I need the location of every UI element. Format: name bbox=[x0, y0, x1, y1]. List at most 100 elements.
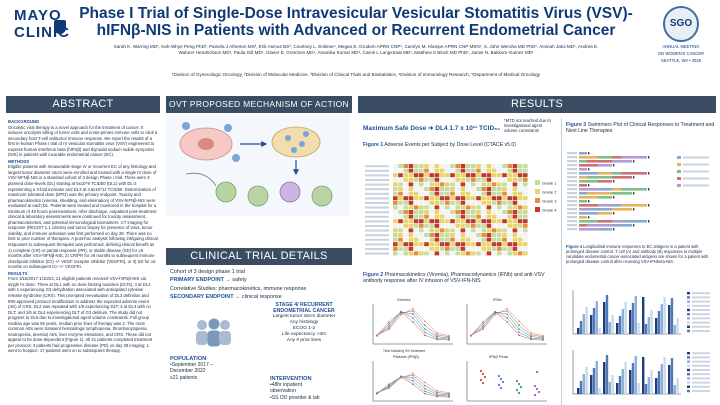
heatmap-cell bbox=[471, 205, 476, 210]
patient-label bbox=[567, 188, 577, 191]
heatmap-cell bbox=[491, 219, 497, 224]
heatmap-cell bbox=[523, 228, 528, 233]
therapy-bar bbox=[598, 188, 612, 191]
heatmap-cell bbox=[403, 210, 408, 214]
heatmap-cell bbox=[491, 237, 497, 242]
legend-swatch bbox=[687, 313, 690, 316]
heatmap-cell bbox=[419, 177, 424, 182]
series-line bbox=[470, 308, 544, 336]
series-line bbox=[470, 311, 544, 341]
heatmap-cell bbox=[434, 200, 440, 205]
arrow-right-icon: ➜ bbox=[428, 125, 434, 132]
heatmap-cell bbox=[465, 233, 471, 237]
heatmap-cell bbox=[502, 168, 507, 173]
heatmap-cell bbox=[419, 233, 424, 237]
row-label bbox=[365, 174, 389, 177]
row-label bbox=[365, 206, 389, 209]
series-line bbox=[470, 311, 544, 339]
primary-endpoint-label: PRIMARY ENDPOINT bbox=[170, 277, 224, 284]
heatmap-cell bbox=[413, 233, 419, 237]
heatmap-cell bbox=[439, 196, 445, 201]
bar bbox=[605, 355, 609, 394]
bar bbox=[592, 308, 596, 334]
heatmap-cell bbox=[445, 214, 450, 219]
legend-swatch bbox=[687, 317, 690, 320]
heatmap-cell bbox=[408, 242, 414, 247]
legend-label bbox=[692, 364, 710, 367]
heatmap-cell bbox=[419, 164, 424, 168]
heatmap-cell bbox=[486, 196, 492, 201]
heatmap-cell bbox=[398, 219, 403, 224]
heatmap-cell bbox=[393, 191, 398, 196]
row-label bbox=[365, 183, 389, 186]
bar bbox=[657, 311, 661, 334]
heatmap-cell bbox=[460, 177, 466, 182]
therapy-bar bbox=[579, 228, 598, 231]
heatmap-cell bbox=[450, 214, 455, 219]
abstract-section-header: ABSTRACT bbox=[6, 96, 160, 113]
abstract-results-text: From 3/15/2017-1/10/23, 21 eligible pati… bbox=[8, 276, 153, 354]
heatmap-cell bbox=[517, 182, 523, 187]
heatmap-cell bbox=[429, 168, 434, 173]
ongoing-arrow-icon bbox=[633, 207, 635, 211]
heatmap-cell bbox=[460, 223, 466, 228]
ongoing-arrow-icon bbox=[648, 219, 650, 223]
therapy-bar bbox=[587, 176, 612, 179]
heatmap-cell bbox=[502, 214, 507, 219]
therapy-bar bbox=[579, 220, 598, 223]
heatmap-cell bbox=[424, 182, 429, 187]
heatmap-cell bbox=[476, 246, 481, 251]
heatmap-cell bbox=[497, 191, 502, 196]
heatmap-cell bbox=[445, 228, 450, 233]
heatmap-cell bbox=[445, 164, 450, 168]
bar bbox=[650, 370, 653, 394]
figure-2-caption: Figure 2 Pharmacokinetics (Viremia), Pha… bbox=[363, 272, 559, 285]
heatmap-cell bbox=[460, 191, 466, 196]
bar bbox=[650, 310, 653, 334]
heatmap-cell bbox=[455, 242, 460, 247]
heatmap-cell bbox=[507, 251, 512, 256]
bar bbox=[579, 321, 583, 334]
heatmap-cell bbox=[465, 210, 471, 214]
heatmap-cell bbox=[465, 173, 471, 178]
heatmap-cell bbox=[465, 177, 471, 182]
bar bbox=[585, 307, 588, 334]
heatmap-cell bbox=[408, 164, 414, 168]
patient-label bbox=[567, 192, 577, 195]
virus-particle-icon bbox=[224, 124, 232, 132]
scatter-point bbox=[515, 388, 519, 392]
bar bbox=[616, 383, 619, 394]
bar bbox=[637, 383, 640, 394]
heatmap-cell bbox=[455, 219, 460, 224]
heatmap-cell bbox=[429, 182, 434, 187]
heatmap-cell bbox=[471, 196, 476, 201]
heatmap-cell bbox=[455, 191, 460, 196]
heatmap-cell bbox=[393, 233, 398, 237]
primary-endpoint: PRIMARY ENDPOINT → safety bbox=[170, 276, 350, 284]
heatmap-cell bbox=[471, 187, 476, 191]
therapy-bar bbox=[579, 188, 598, 191]
bar bbox=[673, 385, 676, 394]
heatmap-cell bbox=[476, 173, 481, 178]
heatmap-cell bbox=[439, 228, 445, 233]
row-label bbox=[365, 197, 389, 200]
scatter-point bbox=[481, 381, 485, 385]
heatmap-cell bbox=[403, 200, 408, 205]
ongoing-arrow-icon bbox=[588, 151, 590, 155]
heatmap-cell bbox=[408, 233, 414, 237]
abstract-body: BACKGROUND Oncolytic viral therapy is a … bbox=[8, 119, 158, 403]
heatmap-cell bbox=[523, 210, 528, 214]
legend-swatch bbox=[687, 389, 690, 393]
therapy-bar bbox=[612, 156, 621, 159]
heatmap-cell bbox=[497, 187, 502, 191]
legend-label bbox=[692, 296, 710, 299]
authors-line-1: Sarah K. Warring MD¹, Kah-Whye Peng PhD²… bbox=[113, 44, 599, 49]
legend-label: Grade 2 bbox=[542, 190, 557, 195]
bar bbox=[616, 323, 619, 334]
heatmap-cell bbox=[476, 251, 481, 256]
therapy-bar bbox=[579, 184, 587, 187]
heatmap-cell bbox=[460, 219, 466, 224]
heatmap-cell bbox=[424, 187, 429, 191]
poster-title: Phase I Trial of Single-Dose Intravesicu… bbox=[76, 5, 636, 39]
legend-swatch bbox=[677, 163, 681, 166]
